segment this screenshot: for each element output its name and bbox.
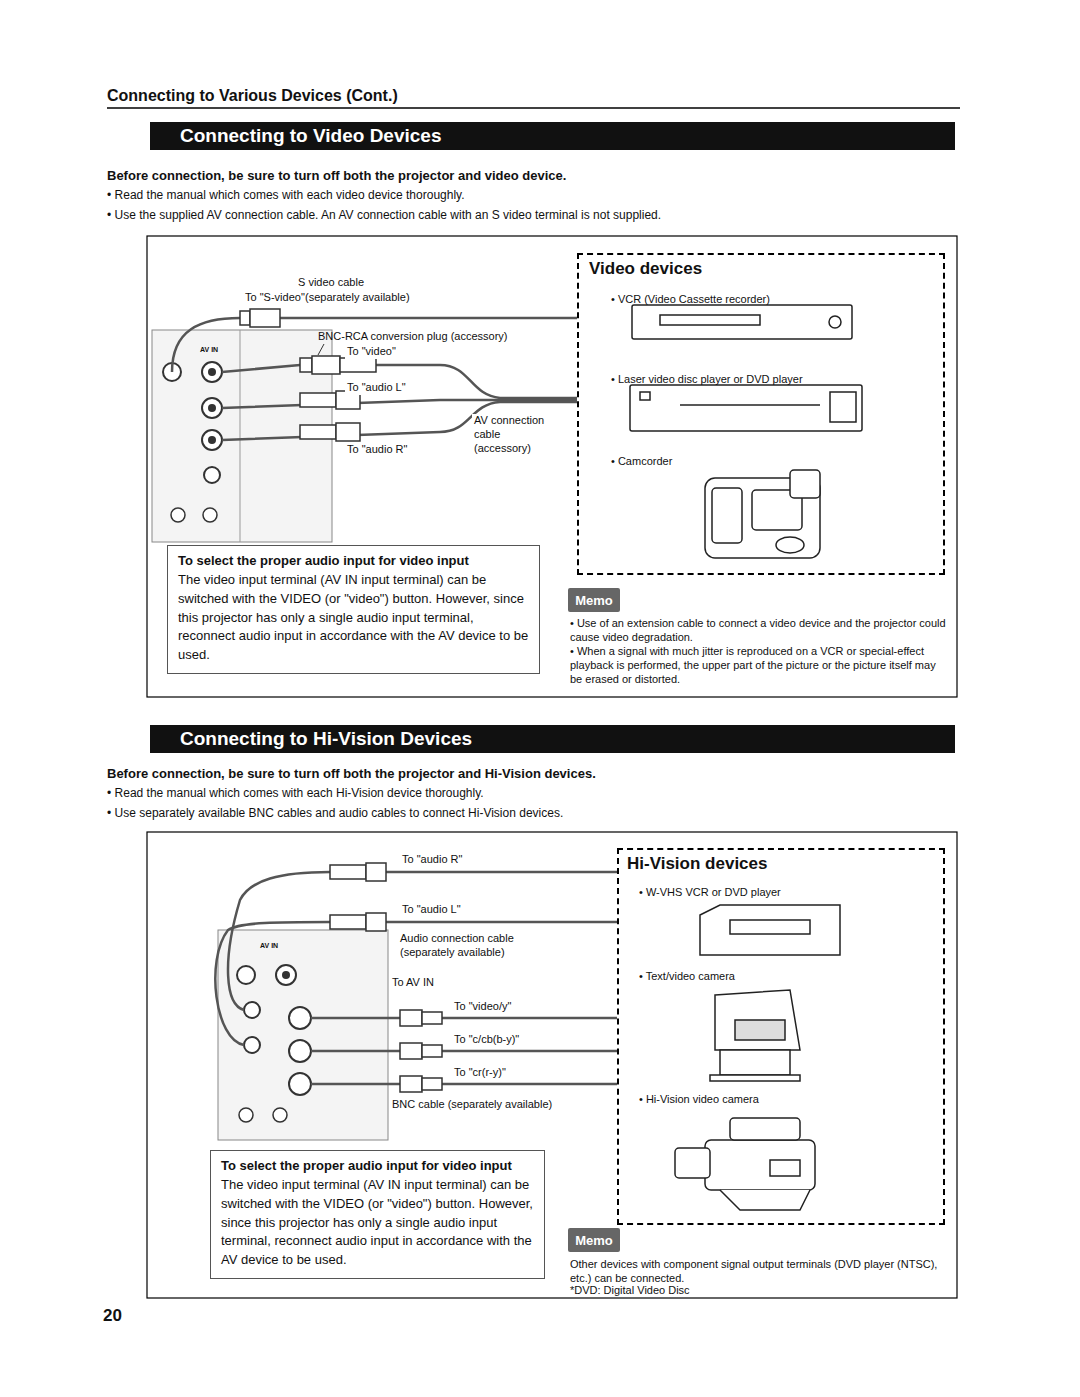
- section-panel: [147, 832, 957, 1298]
- instruction-bullet: • Read the manual which comes with each …: [107, 786, 484, 801]
- memo-text: *DVD: Digital Video Disc: [570, 1284, 690, 1298]
- terminal-panel: [218, 930, 388, 1140]
- instruction-bullet: • Use the supplied AV connection cable. …: [107, 208, 661, 223]
- terminal-label: To "audio L": [400, 903, 463, 917]
- section-band: Connecting to Hi-Vision Devices: [150, 725, 955, 753]
- instruction-heading: Before connection, be sure to turn off b…: [107, 168, 566, 184]
- terminal-label: To "video": [345, 345, 398, 359]
- device-name: • Hi-Vision video camera: [639, 1093, 759, 1105]
- memo-badge: Memo: [568, 588, 620, 612]
- group-heading: Video devices: [589, 259, 702, 279]
- device-name: • Text/video camera: [639, 970, 735, 982]
- memo-text: • When a signal with much jitter is repr…: [570, 645, 948, 686]
- plug: [330, 863, 442, 1092]
- page-title: Connecting to Various Devices (Cont.): [107, 86, 398, 106]
- dvd-illustration: [630, 385, 862, 431]
- note-heading: To select the proper audio input for vid…: [221, 1157, 534, 1176]
- vcr-illustration: [632, 305, 852, 339]
- terminal-label: To AV IN: [392, 976, 434, 990]
- device-name: • W-VHS VCR or DVD player: [639, 886, 781, 898]
- instruction-bullet: • Use separately available BNC cables an…: [107, 806, 563, 821]
- device-name: • VCR (Video Cassette recorder): [611, 293, 770, 305]
- page-number: 20: [103, 1305, 122, 1326]
- section-heading: Connecting to Hi-Vision Devices: [180, 728, 472, 750]
- part-label: BNC-RCA conversion plug (accessory): [318, 330, 508, 344]
- terminal-label: To "c/cb(b-y)": [452, 1033, 521, 1047]
- video-camera-illustration: [710, 990, 800, 1081]
- title-rule: [107, 108, 960, 109]
- note-heading: To select the proper audio input for vid…: [178, 552, 529, 571]
- hivision-camera-illustration: [675, 1118, 815, 1210]
- terminal-label: To "video/y": [452, 1000, 513, 1014]
- device-group-box: Video devices • VCR (Video Cassette recor…: [577, 253, 945, 575]
- memo-text: • Use of an extension cable to connect a…: [570, 617, 948, 645]
- panel-label: AV IN: [260, 942, 278, 951]
- device-group-box: Hi-Vision devices • W-VHS VCR or DVD play…: [617, 848, 945, 1225]
- cable: [215, 872, 617, 1084]
- cable-label: Audio connection cable (separately avail…: [400, 932, 540, 960]
- memo-badge: Memo: [568, 1228, 620, 1252]
- terminal-label: To "audio R": [345, 443, 409, 457]
- device-name: • Laser video disc player or DVD player: [611, 373, 803, 385]
- instruction-heading: Before connection, be sure to turn off b…: [107, 766, 596, 782]
- cable-label: To "S-video": [245, 291, 305, 305]
- cable-label: S video cable: [298, 276, 364, 290]
- terminal-label: To "audio L": [345, 381, 408, 395]
- section-band: Connecting to Video Devices: [150, 122, 955, 150]
- note-body: The video input terminal (AV IN input te…: [221, 1176, 534, 1270]
- panel-label: AV IN: [200, 346, 218, 355]
- wvhs-illustration: [700, 905, 840, 955]
- cable-label: BNC cable (separately available): [392, 1098, 552, 1112]
- group-heading: Hi-Vision devices: [627, 854, 767, 874]
- leader-line: [318, 344, 324, 355]
- terminal-label: To "cr(r-y)": [452, 1066, 508, 1080]
- cable-label: AV connection cable (accessory): [472, 414, 561, 455]
- device-name: • Camcorder: [611, 455, 672, 467]
- camcorder-illustration: [705, 470, 820, 558]
- cable-label: (separately available): [305, 291, 410, 305]
- instruction-bullet: • Read the manual which comes with each …: [107, 188, 465, 203]
- section-heading: Connecting to Video Devices: [180, 125, 441, 147]
- terminal-label: To "audio R": [400, 853, 464, 867]
- section-panel: [147, 236, 957, 697]
- note-body: The video input terminal (AV IN input te…: [178, 571, 529, 665]
- plug: [240, 309, 376, 441]
- memo-label: Memo: [575, 593, 613, 608]
- note-box: To select the proper audio input for vid…: [167, 545, 540, 674]
- memo-text: Other devices with component signal outp…: [570, 1258, 948, 1286]
- note-box: To select the proper audio input for vid…: [210, 1150, 545, 1279]
- memo-label: Memo: [575, 1233, 613, 1248]
